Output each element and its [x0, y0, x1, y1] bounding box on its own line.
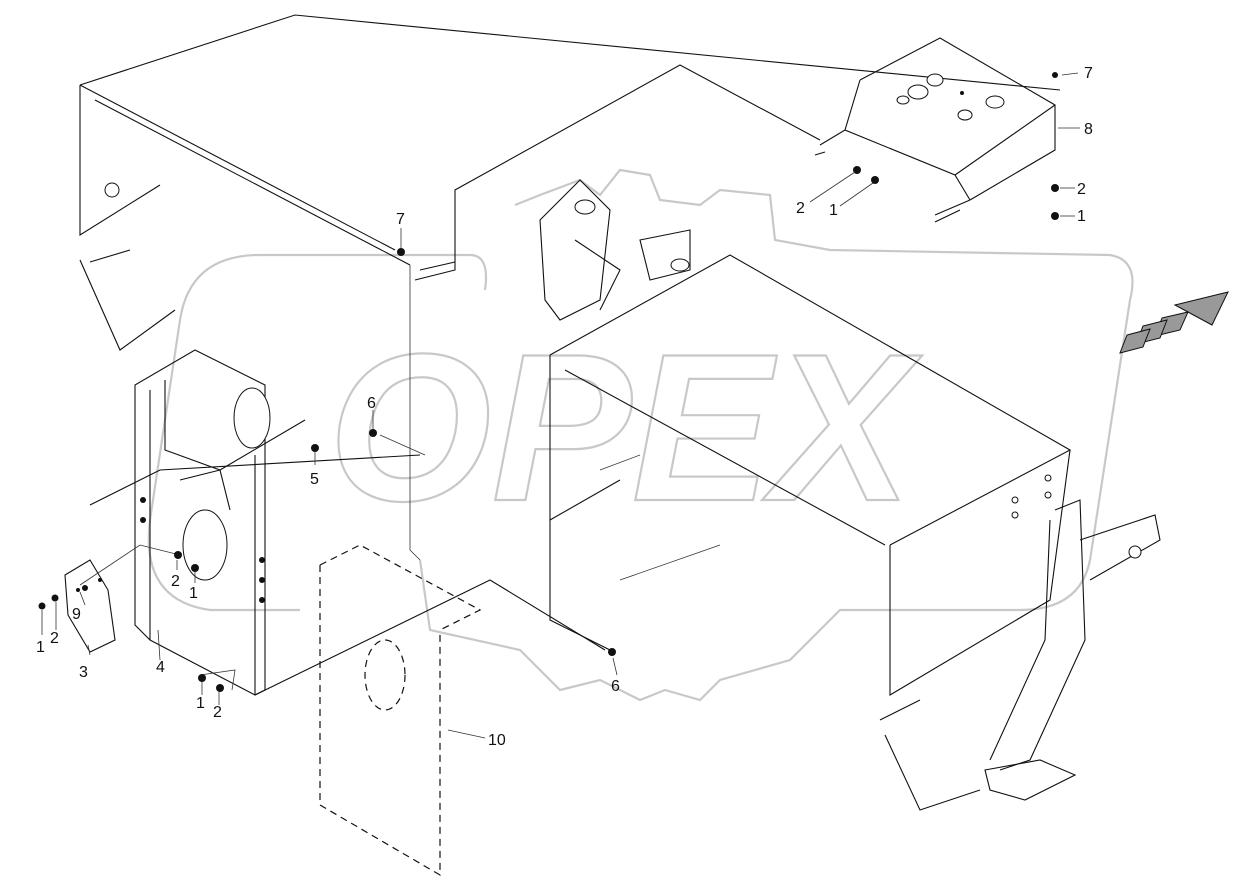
callout-2-bracket: 2: [171, 573, 180, 590]
callout-2-cover: 2: [796, 200, 805, 217]
central-bracket: [539, 179, 691, 321]
dashed-plate-10: [254, 544, 606, 877]
upper-frame-beam: [79, 14, 1061, 561]
callout-7-left: 7: [396, 211, 405, 228]
watermark-text: OPEX: [328, 310, 922, 545]
hardware-leaders: [79, 434, 426, 691]
callout-10: 10: [488, 732, 506, 749]
callout-1-low: 1: [196, 695, 205, 712]
right-box-frame: [549, 254, 1072, 696]
callout-5: 5: [310, 471, 319, 488]
callout-1-bracket: 1: [189, 585, 198, 602]
callout-1-far: 1: [36, 639, 45, 656]
main-panel-outline: [414, 64, 821, 281]
callout-6-mid: 6: [367, 395, 376, 412]
direction-arrow: [1119, 291, 1229, 354]
callout-labels: 7 8 2 1 2 1 7 6 5 2 1 9 1 2 3 4 1 2 6 10: [36, 65, 1093, 749]
callout-7-top: 7: [1084, 65, 1093, 82]
callout-9: 9: [72, 606, 81, 623]
callout-8: 8: [1084, 121, 1093, 138]
callout-6-low: 6: [611, 678, 620, 695]
fasteners: [38, 72, 1059, 692]
plate-3: [64, 559, 116, 653]
callout-1-cover: 1: [829, 202, 838, 219]
callout-2-right: 2: [1077, 181, 1086, 198]
callout-leaders: [41, 72, 1080, 739]
right-leg-hitch: [879, 499, 1161, 811]
callout-2-far: 2: [50, 630, 59, 647]
callout-2-low: 2: [213, 704, 222, 721]
callout-4: 4: [156, 659, 165, 676]
callout-1-right: 1: [1077, 208, 1086, 225]
watermark-logo: OPEX: [147, 168, 1134, 702]
callout-3: 3: [79, 664, 88, 681]
top-cover-plate-8: [814, 37, 1056, 223]
